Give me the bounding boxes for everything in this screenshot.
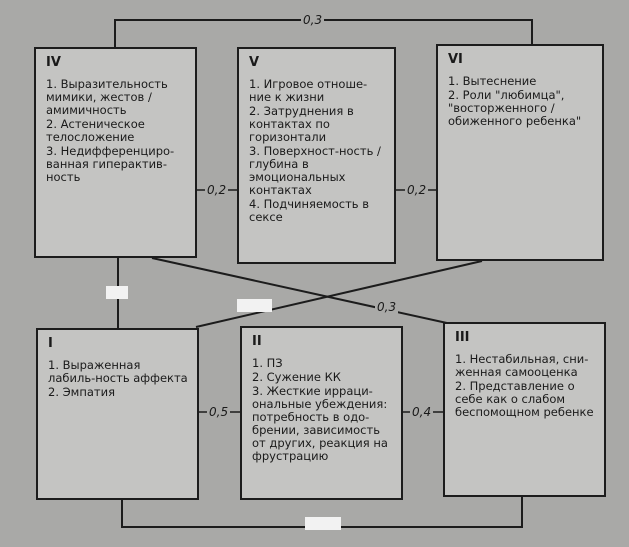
list-item: 1. ПЗ <box>252 356 283 370</box>
box-ii-items: 1. ПЗ 2. Сужение КК 3. Жесткие ирраци-он… <box>252 357 393 463</box>
list-item: 1. Игровое отноше-ние к жизни <box>249 77 368 104</box>
coef-cross: 0,3 <box>375 300 399 314</box>
coef-iv-v: 0,2 <box>205 183 229 197</box>
list-item: 2. Представление о себе как о слабом бес… <box>455 379 594 419</box>
white-mark-bottom <box>305 517 341 530</box>
box-iv: IV 1. Выразительность мимики, жестов / а… <box>34 47 197 258</box>
box-i-items: 1. Выраженная лабиль-ность аффекта 2. Эм… <box>48 359 189 399</box>
list-item: 1. Вытеснение <box>448 74 537 88</box>
list-item: 1. Нестабильная, сни-женная самооценка <box>455 352 589 379</box>
box-vi-items: 1. Вытеснение 2. Роли "любимца", "востор… <box>448 75 594 128</box>
box-iv-numeral: IV <box>46 55 61 70</box>
list-item: 4. Подчиняемость в сексе <box>249 197 369 224</box>
box-v-numeral: V <box>249 55 260 70</box>
white-mark-center <box>237 299 272 312</box>
box-iv-items: 1. Выразительность мимики, жестов / амим… <box>46 78 187 184</box>
link-vi-i <box>195 260 483 328</box>
list-item: 2. Эмпатия <box>48 385 115 399</box>
box-ii-numeral: II <box>252 334 262 349</box>
link-iv-iii <box>151 257 457 326</box>
list-item: 1. Выраженная лабиль-ность аффекта <box>48 358 188 385</box>
box-i-numeral: I <box>48 336 53 351</box>
box-i: I 1. Выраженная лабиль-ность аффекта 2. … <box>36 328 199 500</box>
box-iii-items: 1. Нестабильная, сни-женная самооценка 2… <box>455 353 596 419</box>
list-item: 2. Астеническое телосложение <box>46 117 145 144</box>
list-item: 2. Сужение КК <box>252 370 341 384</box>
list-item: 2. Роли "любимца", "восторженного / обиж… <box>448 88 582 128</box>
coef-iv-vi: 0,3 <box>301 13 325 27</box>
coef-v-vi: 0,2 <box>405 183 429 197</box>
box-v: V 1. Игровое отноше-ние к жизни 2. Затру… <box>237 47 396 264</box>
list-item: 3. Жесткие ирраци-ональные убеждения: по… <box>252 384 388 463</box>
box-iii: III 1. Нестабильная, сни-женная самооцен… <box>443 322 606 497</box>
list-item: 3. Недифференциро-ванная гиперактив-ност… <box>46 144 175 184</box>
coef-ii-iii: 0,4 <box>410 405 434 419</box>
white-mark-left <box>106 286 128 299</box>
box-vi: VI 1. Вытеснение 2. Роли "любимца", "вос… <box>436 44 604 261</box>
coef-i-ii: 0,5 <box>207 405 231 419</box>
box-ii: II 1. ПЗ 2. Сужение КК 3. Жесткие ирраци… <box>240 326 403 500</box>
list-item: 3. Поверхност-ность / глубина в эмоциона… <box>249 144 381 197</box>
box-v-items: 1. Игровое отноше-ние к жизни 2. Затрудн… <box>249 78 386 224</box>
list-item: 2. Затруднения в контактах по горизонтал… <box>249 104 354 144</box>
list-item: 1. Выразительность мимики, жестов / амим… <box>46 77 168 117</box>
box-iii-numeral: III <box>455 330 470 345</box>
box-vi-numeral: VI <box>448 52 463 67</box>
